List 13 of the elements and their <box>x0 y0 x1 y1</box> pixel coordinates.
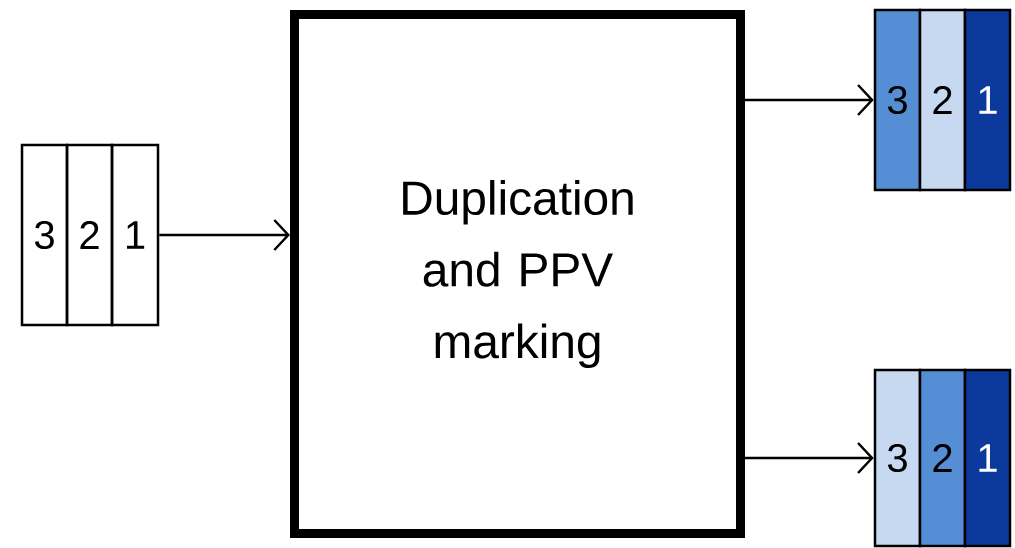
packet-cell: 2 <box>918 8 967 192</box>
arrow <box>745 442 874 474</box>
packet-cell: 2 <box>918 368 967 548</box>
packet-cell: 3 <box>873 368 922 548</box>
packet-cell: 1 <box>110 143 160 327</box>
packet-cell: 3 <box>873 8 922 192</box>
packet-cell: 1 <box>963 8 1012 192</box>
process-box: Duplication and PPV marking <box>290 10 745 538</box>
arrow <box>745 84 874 116</box>
packet-cell: 1 <box>963 368 1012 548</box>
packet-cell: 2 <box>65 143 114 327</box>
arrow <box>159 219 290 251</box>
packet-cell: 3 <box>20 143 69 327</box>
